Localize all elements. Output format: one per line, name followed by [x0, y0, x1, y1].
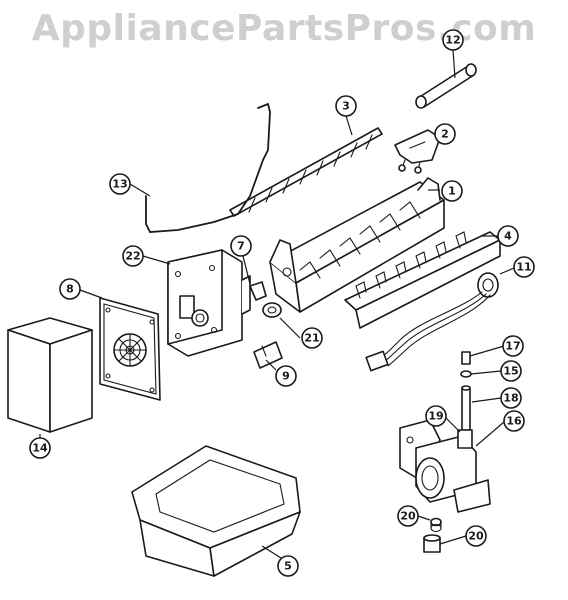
part-11-wiring-harness[interactable]	[365, 272, 499, 372]
part-16-nut[interactable]	[461, 351, 471, 365]
callout-21-label: 20	[400, 510, 416, 523]
part-2-bracket[interactable]	[394, 129, 441, 174]
callout-18: 19	[425, 405, 447, 427]
callout-13: 14	[29, 437, 51, 459]
callout-16: 17	[502, 335, 524, 357]
part-6-clip[interactable]	[249, 281, 267, 301]
callout-12-label: 13	[112, 178, 127, 191]
part-19-fitting[interactable]	[423, 534, 441, 553]
part-17-fill-tube-insert[interactable]	[461, 385, 471, 431]
callout-2-label: 2	[441, 128, 449, 141]
part-14-washer[interactable]	[460, 370, 472, 378]
callout-16-label: 17	[505, 340, 520, 353]
callout-3-label: 3	[342, 100, 350, 113]
part-15-water-valve[interactable]	[399, 419, 491, 513]
part-8-front-cover[interactable]	[99, 297, 161, 401]
callout-20: 21	[301, 327, 323, 349]
callout-15: 16	[503, 410, 525, 432]
callout-9: 9	[275, 365, 297, 387]
callout-4-label: 4	[504, 230, 512, 243]
callout-18-label: 19	[428, 410, 443, 423]
callout-5: 5	[277, 555, 299, 577]
part-13-outer-cover[interactable]	[7, 317, 93, 433]
callout-19: 20	[465, 525, 487, 547]
callout-14-label: 15	[503, 365, 518, 378]
callout-6-label: 7	[237, 240, 245, 253]
callout-12: 13	[109, 173, 131, 195]
callout-14: 15	[500, 360, 522, 382]
callout-2: 2	[434, 123, 456, 145]
callout-7: 12	[442, 29, 464, 51]
callout-22-label: 22	[125, 250, 140, 263]
callout-20-label: 21	[304, 332, 319, 345]
callout-11-label: 11	[516, 261, 531, 274]
callout-8-label: 8	[66, 283, 74, 296]
callout-1: 1	[441, 180, 463, 202]
callout-15-label: 16	[506, 415, 522, 428]
callout-5-label: 5	[284, 560, 292, 573]
callout-13-label: 14	[32, 442, 48, 455]
callout-19-label: 20	[468, 530, 484, 543]
part-21-ring[interactable]	[430, 517, 442, 533]
callout-21: 20	[397, 505, 419, 527]
callout-9-label: 9	[282, 370, 290, 383]
callout-1-label: 1	[448, 185, 456, 198]
part-3-ejector-rake[interactable]	[229, 127, 383, 217]
callout-17-label: 18	[503, 392, 518, 405]
part-20-thermostat[interactable]	[262, 302, 282, 318]
callout-4: 4	[497, 225, 519, 247]
part-7-fill-tube[interactable]	[415, 63, 477, 109]
callout-17: 18	[500, 387, 522, 409]
part-9-switch-bracket[interactable]	[253, 341, 283, 369]
callout-7-label: 12	[445, 34, 460, 47]
callout-3: 3	[335, 95, 357, 117]
callout-6: 7	[230, 235, 252, 257]
part-4-mold-heater-tray[interactable]	[344, 231, 501, 329]
part-1-ice-mold[interactable]	[269, 177, 445, 313]
callout-22: 22	[122, 245, 144, 267]
callout-11: 11	[513, 256, 535, 278]
part-12-shutoff-arm[interactable]	[145, 102, 271, 233]
part-5-ice-bin[interactable]	[131, 445, 301, 577]
part-22-control-housing[interactable]	[167, 249, 251, 357]
callout-8: 8	[59, 278, 81, 300]
